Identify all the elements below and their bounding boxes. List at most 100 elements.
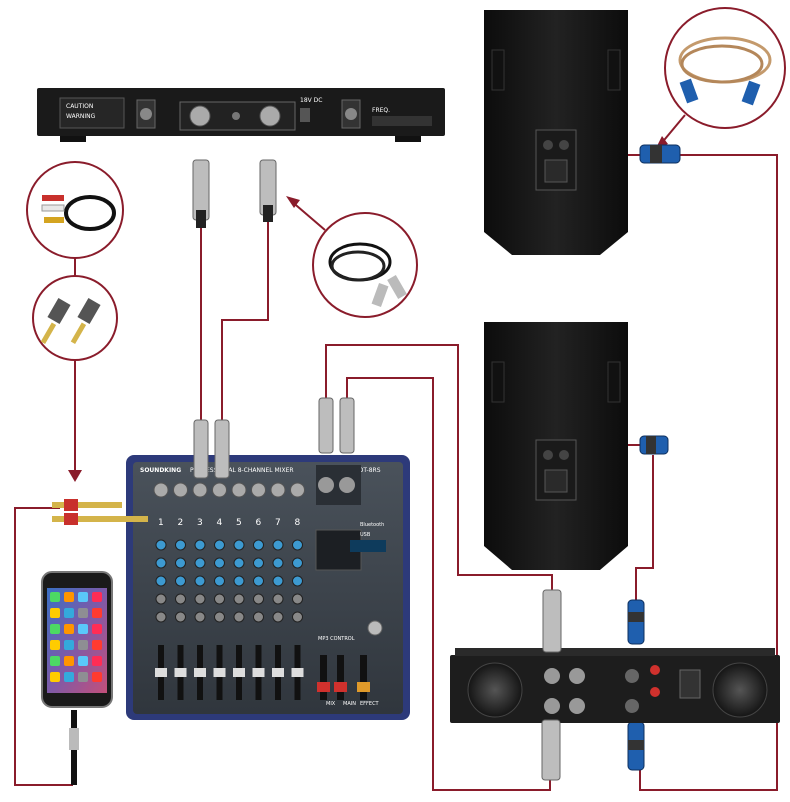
channel-knob [273, 576, 283, 586]
receiver-foot-left [60, 136, 86, 142]
mixer-main-out-l [318, 477, 334, 493]
channel-fader-cap [194, 668, 206, 677]
channel-fader-cap [253, 668, 265, 677]
mixer-fader-fx-cap [357, 682, 370, 692]
channel-knob [215, 576, 225, 586]
phone-app-icon [78, 672, 88, 682]
speaker-top-handle-left [492, 50, 504, 90]
channel-fader-cap [233, 668, 245, 677]
channel-number: 3 [197, 518, 203, 528]
pa-speaker-icon [484, 322, 628, 570]
receiver-freq-plate [372, 116, 432, 126]
channel-knob [234, 558, 244, 568]
receiver-caution-label: CAUTION [66, 103, 93, 110]
phone-app-icon [50, 640, 60, 650]
mixer-bluetooth-label: Bluetooth [360, 522, 384, 528]
channel-number: 7 [275, 518, 281, 528]
phone-app-icon [64, 656, 74, 666]
channel-number: 8 [295, 518, 301, 528]
channel-fader-cap [214, 668, 226, 677]
audio-mixer: SOUNDKING PROFESSIONAL 8-CHANNEL MIXER S… [126, 455, 410, 720]
channel-knob [273, 558, 283, 568]
phone-app-icon [92, 608, 102, 618]
channel-knob [215, 612, 225, 622]
channel-xlr-input [252, 483, 266, 497]
mixer-xlr-in-ch4 [215, 420, 229, 478]
phone-app-icon [92, 640, 102, 650]
rca-plug-red [42, 195, 64, 201]
speaker-top-handle-right [608, 50, 620, 90]
mixer-master-knob [368, 621, 382, 635]
speaker-bottom-jack-2 [559, 450, 569, 460]
channel-knob [176, 558, 186, 568]
rca-jack-red-body [52, 502, 122, 508]
amp-xlr-link-2 [569, 698, 585, 714]
phone-app-icon [64, 608, 74, 618]
rca-plug-white [42, 205, 64, 211]
xlr-output-left [190, 106, 210, 126]
channel-knob [195, 612, 205, 622]
channel-number: 2 [178, 518, 184, 528]
mixer-main-out-r [339, 477, 355, 493]
channel-knob [176, 576, 186, 586]
phone-app-icon [78, 624, 88, 634]
channel-number: 4 [217, 518, 223, 528]
channel-knob [273, 612, 283, 622]
channel-xlr-input [154, 483, 168, 497]
channel-knob [293, 594, 303, 604]
channel-xlr-input [271, 483, 285, 497]
channel-knob [156, 594, 166, 604]
dc-power-jack [300, 108, 310, 122]
channel-knob [156, 558, 166, 568]
amp-power-socket [680, 670, 700, 698]
amp-speakon-out-2 [625, 699, 639, 713]
antenna-socket-left [140, 108, 152, 120]
phone-app-icon [64, 672, 74, 682]
channel-knob [176, 594, 186, 604]
amp-binding-post-2 [650, 687, 660, 697]
receiver-freq-label: FREQ. [372, 107, 390, 114]
speaker-cable-coil-icon [665, 8, 785, 128]
mixer-fader-red-cap-1 [317, 682, 330, 692]
phone-app-icon [50, 592, 60, 602]
phone-app-icon [50, 672, 60, 682]
speakon-amp-top-band [628, 612, 644, 622]
channel-knob [195, 594, 205, 604]
mixer-fader-red-1 [320, 655, 327, 700]
channel-knob [254, 576, 264, 586]
smartphone-icon [42, 572, 112, 785]
amp-xlr-in-1 [544, 668, 560, 684]
mixer-brand: SOUNDKING [140, 467, 181, 474]
phone-app-icon [64, 592, 74, 602]
mixer-xlr-out-r [340, 398, 354, 453]
channel-number: 6 [256, 518, 262, 528]
receiver-power-label: 18V DC [300, 97, 322, 104]
power-amplifier-icon [450, 648, 780, 723]
phone-audio-plug [69, 728, 79, 750]
channel-number: 1 [158, 518, 164, 528]
speakon-bottom-speaker-band [646, 436, 656, 454]
mixer-xlr-in-ch3 [194, 420, 208, 478]
xlr-plugs-receiver [193, 160, 276, 228]
channel-knob [156, 540, 166, 550]
phone-app-icon [78, 656, 88, 666]
channel-xlr-input [193, 483, 207, 497]
receiver-warning-label: WARNING [66, 113, 96, 120]
channel-knob [293, 612, 303, 622]
phone-app-icon [64, 640, 74, 650]
speakon-amp-bottom-band [628, 740, 644, 750]
amp-fan-right [713, 663, 767, 717]
channel-knob [195, 540, 205, 550]
mixer-fader-red-cap-2 [334, 682, 347, 692]
jack-output-mix [232, 112, 240, 120]
amp-speakon-out-1 [625, 669, 639, 683]
rca-coil-bubble [27, 162, 123, 258]
xlr-cable-coil-icon [313, 213, 417, 317]
speaker-top-jack-2 [559, 140, 569, 150]
cable-bottom-speaker-to-amp [636, 455, 653, 600]
phone-app-icon [92, 624, 102, 634]
amp-fan-left [468, 663, 522, 717]
channel-knob [156, 612, 166, 622]
amp-xlr-link-1 [569, 668, 585, 684]
channel-knob [293, 540, 303, 550]
